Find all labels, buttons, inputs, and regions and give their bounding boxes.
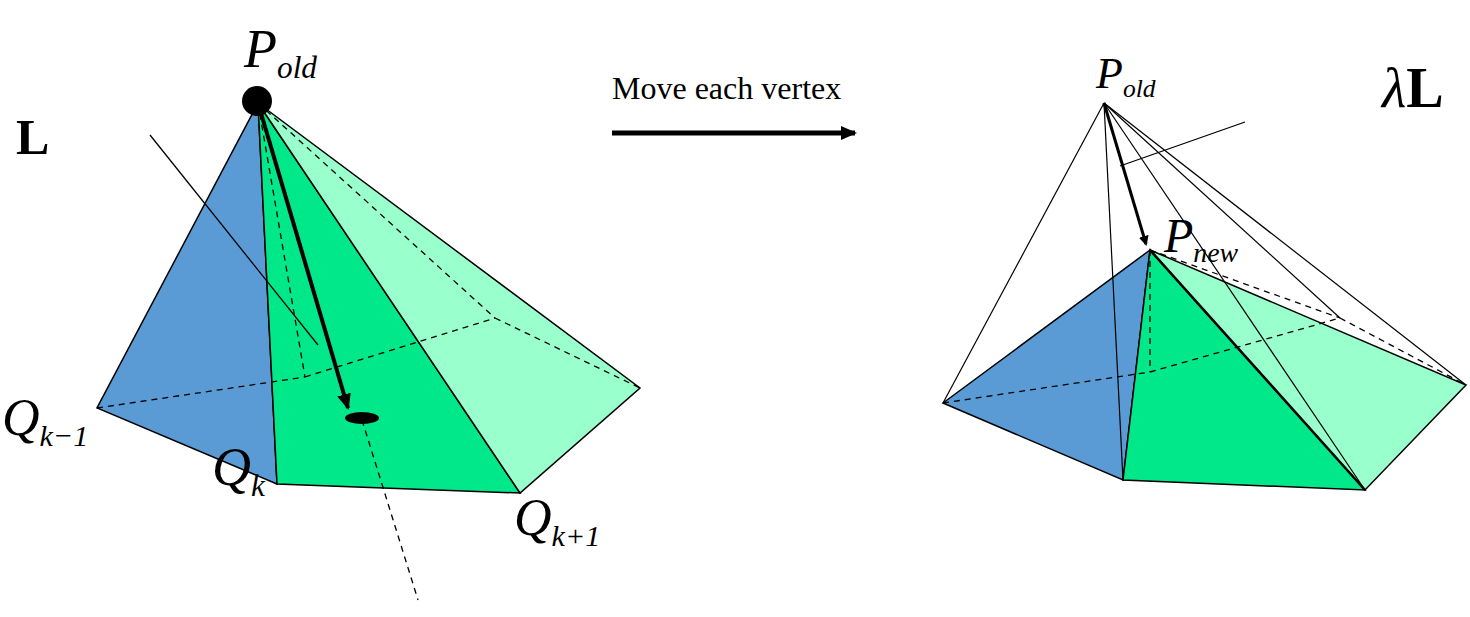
move-arrow	[612, 131, 855, 136]
vertex-label: Qk+1	[514, 492, 600, 551]
vertex-label: Pold	[244, 22, 317, 83]
vector-label: L	[16, 112, 49, 162]
pyramid-after	[943, 103, 1466, 490]
step-label: Move each vertex	[612, 72, 841, 104]
vertex-label: Pnew	[1164, 212, 1238, 267]
vertex-label: Pold	[1096, 52, 1156, 101]
vertex-label: Qk	[212, 440, 265, 501]
vector-label: λL	[1382, 60, 1444, 116]
vertex-label: Qk−1	[2, 392, 88, 451]
pyramid-before	[97, 86, 640, 600]
